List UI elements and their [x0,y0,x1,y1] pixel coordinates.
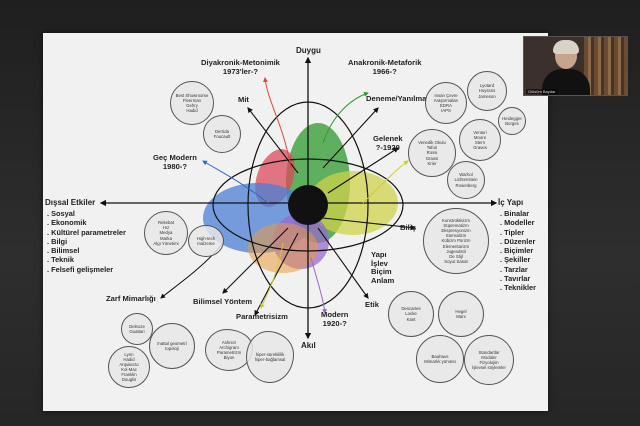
green-curve-arrow [322,91,369,144]
participant-hair [553,40,579,54]
list-item: . Felsefi gelişmeler [47,264,114,274]
list-item: . Kültürel parametreler [47,227,126,237]
bookshelf [584,37,627,95]
label-bilimsel: Bilimsel Yöntem [193,297,252,306]
list-item: . Tipler [500,227,525,237]
axis-label-top: Duygu [296,46,321,55]
yellow-curve-arrow-2 [362,160,409,204]
label-parametrisizm: Parametrisizm [236,312,288,321]
label-mit: Mit [238,95,249,104]
center-core [288,185,328,225]
right-list: . Binalar . Modeller . Tipler . Düzenler… [500,209,536,292]
list-item: . Bilimsel [47,246,80,255]
list-item: . Şekiller [500,255,531,265]
list-item: . Biçimler [500,246,534,255]
list-item: . Bilgi [47,236,68,246]
yellow-curve-arrow [260,242,284,309]
petal-orange [248,223,318,273]
label-bilis: Biliş [400,223,417,232]
participant-name-tag: Gülsüm Baydar [526,89,558,94]
participant-video-thumbnail[interactable]: Gülsüm Baydar [523,36,628,96]
slide: Duygu Akıl İç Yapı Dışsal Etkiler . Sosy… [43,33,548,411]
list-item: . Teknikler [500,283,537,292]
label-deneme: Deneme/Yanılma [366,94,427,103]
axis-label-bottom: Akıl [301,341,316,350]
list-item: . Teknik [47,255,74,265]
label-gelenek: Gelenek?-1920 [373,134,403,152]
list-item: . Sosyal [47,209,75,218]
list-item: . Ekonomik [47,218,87,228]
diagram [99,56,498,340]
axis-label-right: İç Yapı [498,198,524,207]
red-curve-arrow [262,77,292,169]
axis-label-left: Dışsal Etkiler [45,198,96,207]
label-zarf: Zarf Mimarlığı [106,294,156,303]
label-etik: Etik [365,300,379,309]
list-item: . Modeller [500,218,535,228]
list-item: . Binalar [500,209,530,218]
blue-curve-arrow [202,160,269,204]
list-item: . Tarzlar [500,264,528,274]
left-list: . Sosyal . Ekonomik . Kültürel parametre… [47,209,126,274]
purple-curve-arrow [310,257,327,314]
list-item: . Tavırlar [500,273,531,283]
list-item: . Düzenler [500,236,536,246]
